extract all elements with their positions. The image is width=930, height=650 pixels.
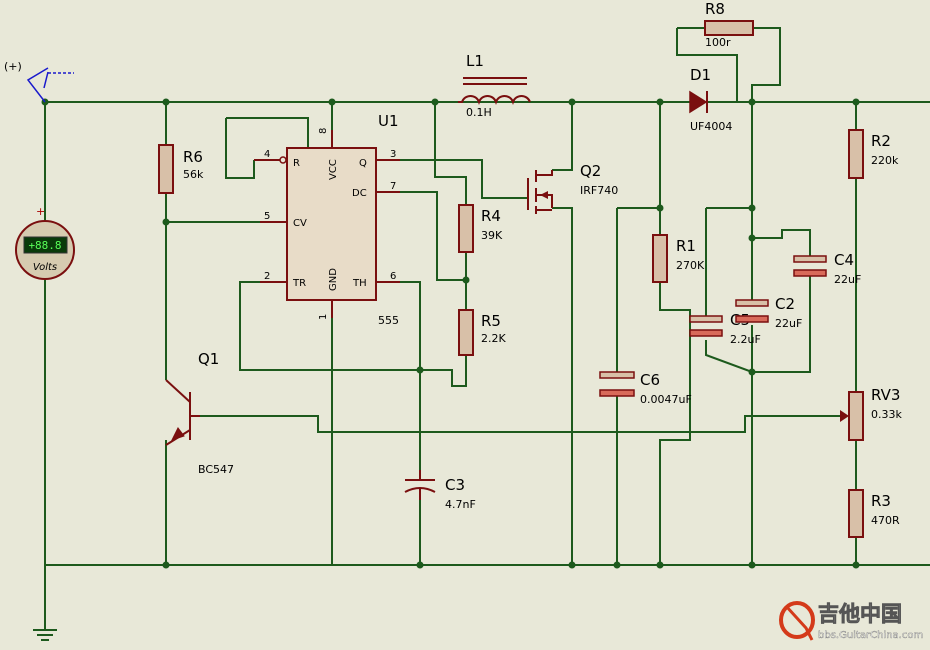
l1-ref: L1 (466, 52, 484, 70)
voltmeter-plus: + (36, 205, 45, 218)
wires (33, 27, 930, 641)
capacitor-c4[interactable]: C4 22uF (793, 251, 861, 286)
u1-pin-num-6: 6 (390, 271, 396, 282)
q1-ref: Q1 (198, 350, 219, 368)
voltmeter-unit: Volts (33, 262, 57, 273)
r1-value: 270K (676, 259, 705, 272)
c2-ref: C2 (775, 295, 795, 313)
power-plus-label: (+) (4, 60, 22, 73)
u1-pin-num-4: 4 (264, 149, 270, 160)
u1-pin-num-1: 1 (318, 314, 329, 320)
u1-pin-r: R (293, 158, 300, 169)
capacitor-c6[interactable]: C6 0.0047uF (599, 371, 692, 406)
r8-value: 100r (705, 36, 731, 49)
resistor-r8[interactable]: R8 100r (704, 0, 754, 49)
diode-d1[interactable]: D1 UF4004 (689, 66, 732, 133)
resistor-r3[interactable]: R3 470R (848, 489, 900, 538)
c4-value: 22uF (834, 273, 861, 286)
u1-pin-q: Q (359, 158, 367, 169)
resistor-r2[interactable]: R2 220k (848, 129, 899, 179)
junction-dots (41, 98, 860, 569)
u1-pin-num-2: 2 (264, 271, 270, 282)
u1-pin-vcc: VCC (328, 159, 339, 180)
resistor-r4[interactable]: R4 39K (458, 204, 503, 253)
potentiometer-rv3[interactable]: RV3 0.33k (840, 386, 902, 441)
u1-pin-gnd: GND (328, 268, 339, 291)
inductor-l1[interactable]: L1 0.1H (458, 52, 531, 119)
q2-value: IRF740 (580, 184, 618, 197)
r5-value: 2.2K (481, 332, 506, 345)
u1-pin-num-7: 7 (390, 181, 396, 192)
capacitor-c2[interactable]: C2 22uF (735, 295, 802, 330)
u1-pin-th: TH (352, 278, 367, 289)
resistor-r5[interactable]: R5 2.2K (458, 309, 506, 356)
u1-pin-num-3: 3 (390, 149, 396, 160)
r4-ref: R4 (481, 207, 501, 225)
guitarchina-logo-icon (779, 601, 815, 641)
r4-value: 39K (481, 229, 503, 242)
rv3-value: 0.33k (871, 408, 902, 421)
c4-ref: C4 (834, 251, 854, 269)
c6-ref: C6 (640, 371, 660, 389)
r3-ref: R3 (871, 492, 891, 510)
r2-ref: R2 (871, 132, 891, 150)
u1-value: 555 (378, 314, 399, 327)
guitarchina-watermark: 吉他中国 bbs.GuitarChina.com (779, 601, 923, 641)
u1-pin-dc: DC (352, 188, 367, 199)
rv3-ref: RV3 (871, 386, 900, 404)
capacitor-c3[interactable]: C3 4.7nF (404, 470, 476, 511)
voltmeter-reading: +88.8 (28, 239, 61, 252)
watermark-url: bbs.GuitarChina.com (818, 630, 923, 641)
u1-ref: U1 (378, 112, 399, 130)
resistor-r6[interactable]: R6 56k (158, 144, 204, 194)
r3-value: 470R (871, 514, 900, 527)
u1-pin-tr: TR (292, 278, 306, 289)
r8-ref: R8 (705, 0, 725, 18)
mosfet-q2[interactable]: Q2 IRF740 (527, 162, 618, 214)
r6-value: 56k (183, 168, 204, 181)
u1-pin-num-5: 5 (264, 211, 270, 222)
d1-ref: D1 (690, 66, 711, 84)
u1-pin-cv: CV (293, 218, 307, 229)
d1-value: UF4004 (690, 120, 732, 133)
c6-value: 0.0047uF (640, 393, 692, 406)
c3-value: 4.7nF (445, 498, 476, 511)
voltmeter[interactable]: +88.8 Volts + (15, 205, 75, 280)
c3-ref: C3 (445, 476, 465, 494)
r2-value: 220k (871, 154, 899, 167)
q1-value: BC547 (198, 463, 234, 476)
q2-ref: Q2 (580, 162, 601, 180)
u1-pin-num-8: 8 (318, 128, 329, 134)
power-terminal: (+) (4, 60, 74, 103)
resistor-r1[interactable]: R1 270K (652, 234, 705, 283)
transistor-q1[interactable]: Q1 BC547 (165, 350, 234, 476)
c2-value: 22uF (775, 317, 802, 330)
r1-ref: R1 (676, 237, 696, 255)
ic-555-timer[interactable]: U1 555 R Q DC CV TR TH VCC GND 4 8 3 7 5… (254, 112, 400, 327)
r6-ref: R6 (183, 148, 203, 166)
r5-ref: R5 (481, 312, 501, 330)
c5-value: 2.2uF (730, 333, 761, 346)
l1-value: 0.1H (466, 106, 492, 119)
watermark-cn: 吉他中国 (818, 602, 902, 626)
